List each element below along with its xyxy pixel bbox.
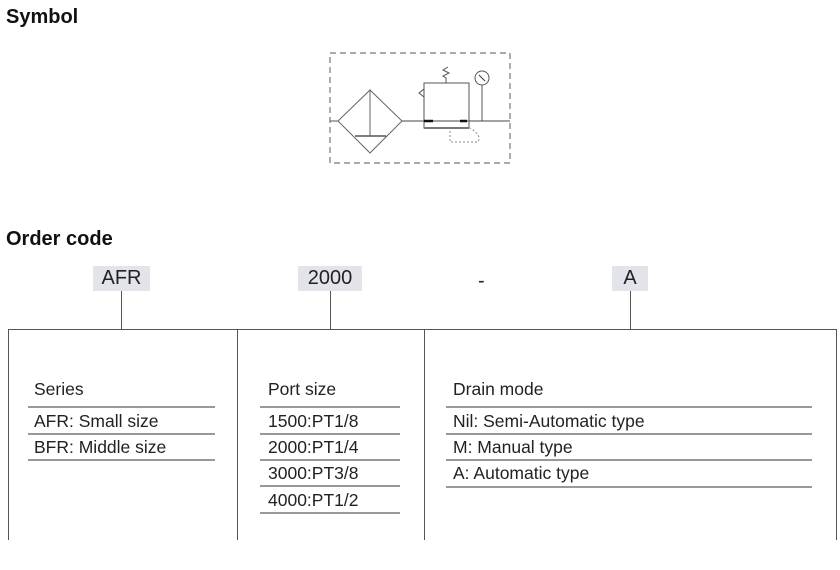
series-item: BFR: Middle size [34, 437, 167, 457]
rule [446, 486, 812, 488]
filter-regulator-symbol [329, 52, 511, 164]
rule [260, 459, 400, 461]
drain-item: A: Automatic type [453, 463, 590, 483]
rule [28, 433, 215, 435]
series-item: AFR: Small size [34, 411, 159, 431]
port-item: 2000:PT1/4 [268, 437, 359, 457]
connector [630, 291, 631, 329]
divider [8, 329, 9, 540]
drain-code: A [612, 266, 648, 291]
port-code: 2000 [298, 266, 362, 291]
divider [836, 329, 837, 540]
drain-item: Nil: Semi-Automatic type [453, 411, 645, 431]
symbol-heading: Symbol [6, 6, 79, 28]
port-title: Port size [268, 379, 337, 399]
port-item: 1500:PT1/8 [268, 411, 359, 431]
rule [446, 406, 812, 408]
rule [446, 433, 812, 435]
rule [28, 459, 215, 461]
rule [446, 459, 812, 461]
series-code: AFR [93, 266, 150, 291]
port-item: 4000:PT1/2 [268, 490, 359, 510]
code-dash: - [478, 270, 485, 292]
rule [260, 485, 400, 487]
rule [260, 406, 400, 408]
connector [121, 291, 122, 329]
divider [424, 329, 425, 540]
rule [28, 406, 215, 408]
connector [330, 291, 331, 329]
drain-title: Drain mode [453, 379, 544, 399]
rule [260, 433, 400, 435]
divider [237, 329, 238, 540]
order-code-heading: Order code [6, 228, 113, 250]
drain-item: M: Manual type [453, 437, 573, 457]
rule [260, 512, 400, 514]
series-title: Series [34, 379, 84, 399]
port-item: 3000:PT3/8 [268, 463, 359, 483]
table-top-border [8, 329, 836, 330]
